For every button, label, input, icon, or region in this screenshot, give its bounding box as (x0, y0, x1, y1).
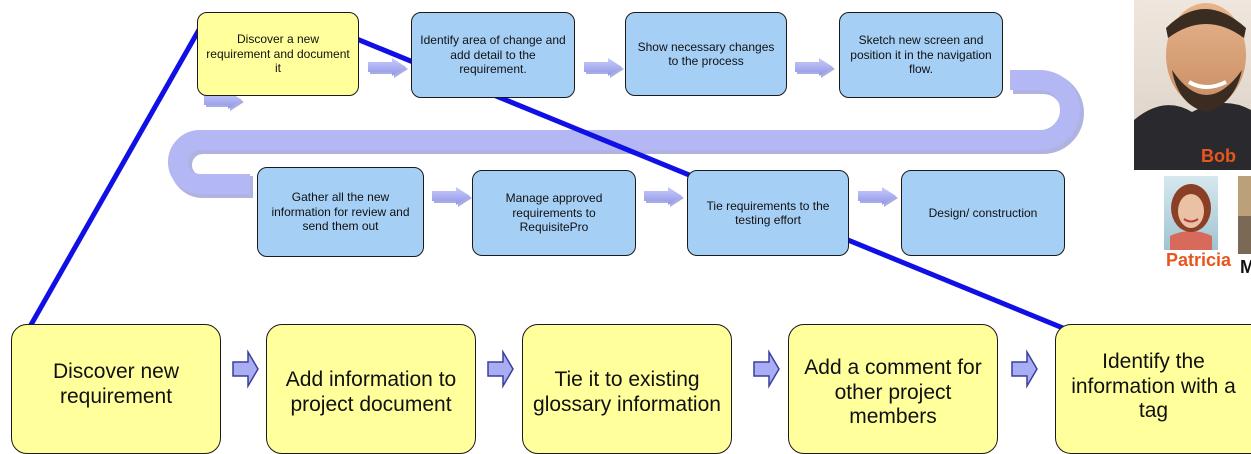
left-diagonal-connector (25, 26, 203, 332)
patricia-photo (1164, 176, 1218, 250)
patricia-name: Patricia (1166, 250, 1232, 270)
bob-photo (1134, 0, 1251, 170)
bottom-step-2-label: Add information to project document (285, 368, 457, 416)
bottom-step-1-label: Discover new requirement (52, 360, 180, 408)
bottom-flow-arrows (232, 349, 1038, 389)
third-person-name: M (1240, 257, 1251, 277)
third-person-photo (1238, 176, 1251, 254)
middle-step-1: Gather all the new information for revie… (257, 167, 424, 257)
top-step-4: Sketch new screen and position it in the… (839, 12, 1003, 98)
arrow-top-2-3 (584, 58, 622, 76)
arrow-bottom-2-3 (487, 349, 514, 389)
middle-step-3: Tie requirements to the testing effort (687, 170, 849, 256)
bottom-step-1: Discover new requirement (11, 324, 221, 454)
middle-step-2: Manage approved requirements to Requisit… (472, 170, 636, 256)
middle-step-4: Design/ construction (901, 170, 1065, 256)
top-step-2: Identify area of change and add detail t… (411, 12, 575, 98)
third-person-portrait (1238, 176, 1251, 254)
bottom-step-2: Add information to project document (266, 324, 476, 454)
arrow-mid-1-2 (432, 187, 470, 205)
small-flow-arrows (204, 58, 898, 207)
arrow-mid-2-3 (644, 187, 682, 205)
bottom-step-4-label: Add a comment for other project members (804, 355, 982, 429)
patricia-portrait (1170, 184, 1212, 250)
bottom-step-3-label: Tie it to existing glossary information (533, 368, 721, 416)
bottom-step-3: Tie it to existing glossary information (522, 324, 732, 454)
arrow-top-1-2 (368, 58, 406, 76)
u-turn-connector (168, 70, 1080, 194)
arrow-bottom-1-2 (232, 349, 259, 389)
arrow-bottom-3-4 (753, 349, 780, 389)
arrow-bottom-4-5 (1011, 349, 1038, 389)
bottom-step-5-label: Identify the information with a tag (1071, 349, 1236, 423)
bob-name: Bob (1201, 146, 1236, 166)
top-step-1: Discover a new requirement and document … (197, 12, 359, 96)
top-step-3: Show necessary changes to the process (625, 12, 787, 96)
bob-portrait (1134, 3, 1251, 170)
arrow-mid-3-4 (858, 187, 896, 205)
bottom-step-5: Identify the information with a tag (1055, 324, 1251, 454)
arrow-top-3-4 (795, 58, 833, 76)
bottom-step-4: Add a comment for other project members (788, 324, 998, 454)
